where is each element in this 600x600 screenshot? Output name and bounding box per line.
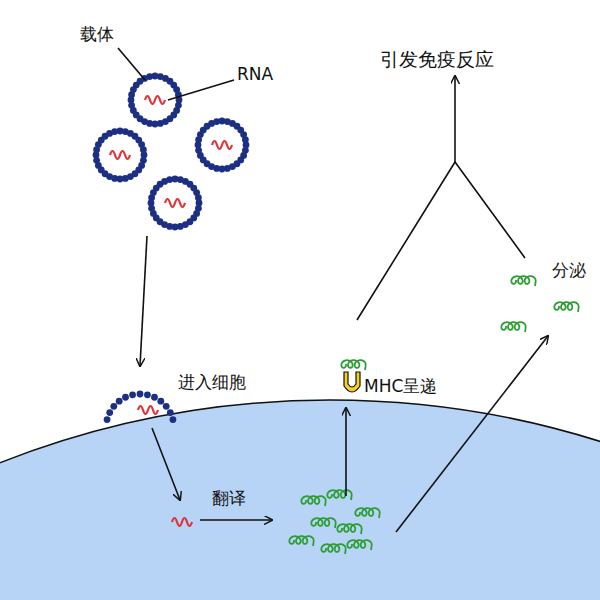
vesicles [93,73,250,526]
protein [321,544,345,554]
lipid-dot [129,391,136,398]
carrier-shell [195,118,250,173]
protein [337,524,361,534]
lipid-dot [144,391,151,398]
leader-line [118,48,145,80]
label: 进入细胞 [178,372,246,392]
lipid-dot [137,391,144,398]
lipid-dot [151,394,158,401]
lipid-dot [170,416,177,423]
label: RNA [237,64,273,84]
rna-strand [172,518,192,526]
carrier-shell [128,73,183,128]
lipid-dot [104,416,111,423]
lipid-dot [122,394,129,401]
carrier-shell [148,176,203,231]
rna-strand [212,141,232,149]
lipid-dot [140,146,147,153]
mhc-symbol [344,372,360,392]
proteins [289,276,578,554]
label: 分泌 [552,260,586,280]
rna-strand [110,151,130,159]
lipid-dot [157,398,164,405]
lipid-dot [242,136,249,143]
arrow [454,76,456,162]
label: 引发免疫反应 [380,48,494,71]
rna-strand [138,406,158,414]
carrier-shell [104,391,177,423]
protein [511,276,535,286]
protein [341,360,365,370]
lipid-dot [106,409,113,416]
protein [501,322,525,332]
rna-strand [145,96,165,104]
lipid-dot [110,403,117,410]
merge-line [357,162,525,320]
lipid-dot [163,403,170,410]
rna-strand [165,199,185,207]
protein [301,496,325,506]
protein [327,490,351,500]
label: 载体 [80,24,114,44]
arrow [140,236,147,366]
arrow [152,428,180,500]
label: 翻译 [212,488,246,508]
protein [347,540,371,550]
protein [289,536,313,546]
protein [311,518,335,528]
lipid-dot [195,194,202,201]
label: MHC呈递 [364,376,437,396]
carrier-shell [93,128,148,183]
lipid-dot [167,409,174,416]
leader-line [168,80,234,100]
protein [554,302,578,312]
lipid-dot [116,398,123,405]
arrow [200,519,272,521]
arrow [396,336,548,532]
arrow [345,408,347,496]
protein [355,508,379,518]
arrows [118,48,548,532]
cell-body [0,400,600,600]
